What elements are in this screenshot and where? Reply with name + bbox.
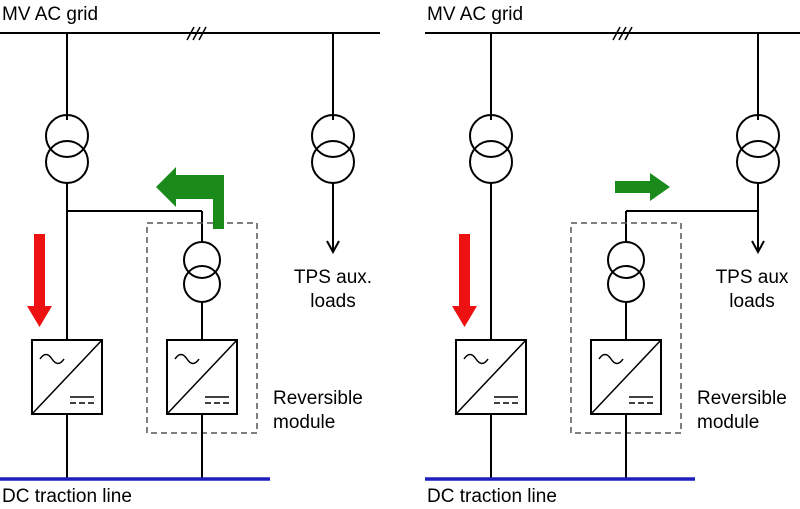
module-label-line1: Reversible xyxy=(273,388,363,409)
panel-right: MV AC grid xyxy=(425,4,800,507)
main-transformer-icon xyxy=(45,114,89,184)
aux-load-arrow-icon xyxy=(751,240,765,255)
aux-loads-label-line2: loads xyxy=(310,291,355,312)
mv-grid-label: MV AC grid xyxy=(2,4,98,25)
module-label-line2: module xyxy=(273,412,335,433)
module-label-line2: module xyxy=(697,412,759,433)
mv-grid-label: MV AC grid xyxy=(427,4,523,25)
aux-transformer-icon xyxy=(736,114,780,184)
aux-transformer-icon xyxy=(311,114,355,184)
rectifier-flow-arrow xyxy=(27,234,52,327)
dc-line-label: DC traction line xyxy=(427,486,557,507)
main-transformer-icon xyxy=(469,114,513,184)
inverter-icon xyxy=(166,339,238,415)
rectifier-icon xyxy=(455,339,527,415)
rectifier-flow-arrow xyxy=(452,234,477,327)
reversible-transformer-icon xyxy=(607,241,645,303)
panel-left: MV AC grid xyxy=(0,4,380,507)
reversible-flow-arrow xyxy=(156,167,224,229)
inverter-icon xyxy=(590,339,662,415)
aux-load-arrow-icon xyxy=(326,240,340,255)
grid-break-mark xyxy=(612,26,633,41)
reversible-flow-arrow xyxy=(604,173,670,231)
reversible-transformer-icon xyxy=(183,241,221,303)
aux-loads-label-line1: TPS aux xyxy=(716,267,789,288)
grid-break-mark xyxy=(186,26,207,41)
dc-line-label: DC traction line xyxy=(2,486,132,507)
aux-loads-label-line2: loads xyxy=(729,291,774,312)
rectifier-icon xyxy=(31,339,103,415)
module-label-line1: Reversible xyxy=(697,388,787,409)
aux-loads-label-line1: TPS aux. xyxy=(294,267,372,288)
